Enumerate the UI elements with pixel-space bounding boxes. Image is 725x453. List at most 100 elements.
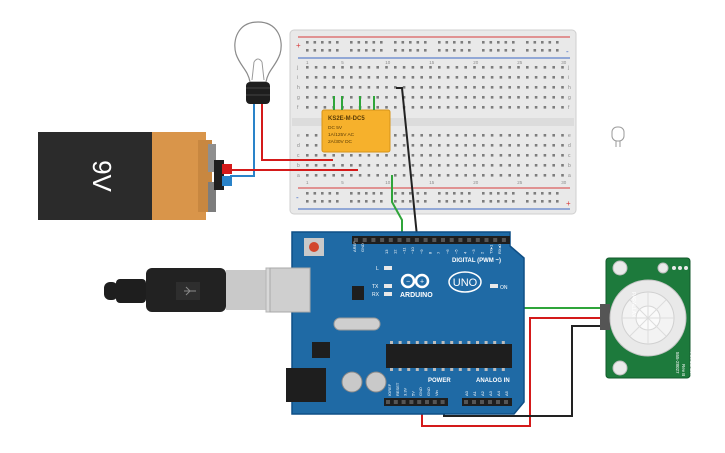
bb-hole [455,174,459,177]
bb-hole [429,96,432,99]
bb-hole [490,144,494,147]
header-hole [388,238,393,242]
bb-rail-hole [533,49,537,52]
bb-rail-hole [453,192,456,195]
bb-hole [420,66,423,69]
pir-sensor[interactable]: PARALLAX PIR Sensor Rev B 555-28027 [600,257,694,379]
bb-col-number: 15 [429,60,435,65]
bb-hole [376,66,379,69]
bb-hole [314,174,318,177]
bb-rail-hole [526,49,529,52]
bb-hole [314,164,318,167]
crystal [333,317,381,331]
header-hole [432,238,437,242]
bb-hole [332,76,335,79]
header-hole [467,238,472,242]
bb-rail-hole [541,192,544,195]
light-bulb-icon[interactable] [234,21,282,104]
bb-hole [446,174,450,177]
chip-pin [501,368,505,371]
bb-hole [517,86,520,89]
bb-hole [490,86,494,89]
bb-hole [306,66,309,69]
bb-hole [394,66,397,69]
bb-hole [306,144,309,147]
bb-hole [473,76,476,79]
digital-pin-label: ~5 [454,249,459,254]
chip-pin [390,341,393,344]
digital-pin-label: 12 [393,249,398,254]
bb-rail-hole [313,192,317,195]
bb-col-number: 5 [341,60,344,65]
bb-rail-hole [328,200,332,203]
bb-hole [420,106,423,109]
arduino-logo-icon: − + [400,273,430,289]
bb-hole [517,144,520,147]
small-led-icon[interactable] [611,126,625,147]
chip-pin [450,368,454,371]
analog-header[interactable] [462,398,512,406]
bb-hole [552,96,555,99]
bb-hole [508,174,511,177]
bb-hole [323,164,327,167]
bb-col-number: 30 [561,60,567,65]
bb-col-number: 15 [429,180,435,185]
bb-hole [306,86,309,89]
bb-hole [376,86,379,89]
bb-hole [314,144,318,147]
bb-hole [358,174,362,177]
bb-row-letter: a [568,173,571,179]
bb-rail-hole [401,41,405,44]
power-header[interactable] [384,398,448,406]
bb-hole [517,76,520,79]
bb-hole [526,174,529,177]
bb-rail-hole [497,49,500,52]
bb-rail-hole [409,41,412,44]
chip-pin [458,368,462,371]
bb-hole [314,66,318,69]
chip-pin [415,368,419,371]
bb-hole [464,86,467,89]
bb-hole [402,66,406,69]
bb-hole [411,96,415,99]
bb-hole [543,134,547,137]
digital-header[interactable] [352,236,510,244]
battery-9v[interactable]: 9V [38,132,232,220]
header-hole [423,238,428,242]
chip-pin [424,341,428,344]
bb-hole [385,154,388,157]
bb-hole [438,106,441,109]
bb-hole [482,66,485,69]
bb-rail-hole [556,192,559,195]
bb-hole [464,174,467,177]
bb-hole [455,106,459,109]
bb-hole [464,164,467,167]
bb-hole [376,164,379,167]
bb-hole [306,106,309,109]
bb-hole [517,154,520,157]
bb-rail-hole [321,200,324,203]
bb-hole [490,174,494,177]
bb-rail-hole [336,41,339,44]
bb-hole [376,96,379,99]
bb-hole [508,106,511,109]
bb-rail-hole [394,200,397,203]
relay-line3: 2A/30V DC [328,139,353,145]
bb-hole [438,66,441,69]
bb-hole [552,76,555,79]
relay-module[interactable]: KS2E-M-DC5 DC 5V 1A/125V AC 2A/30V DC [321,96,391,153]
analog-pin-label: A3 [488,390,493,396]
bb-hole [482,174,485,177]
bb-rail-hole [548,200,552,203]
chip-pin [458,341,462,344]
bb-rail-hole [504,200,508,203]
bb-rail-hole [460,192,464,195]
chip-pin [501,341,505,344]
rail-plus-label-bottom: + [566,199,571,208]
bb-hole [332,66,335,69]
bb-hole [306,164,309,167]
bb-rail-hole [548,192,552,195]
bb-hole [534,164,538,167]
